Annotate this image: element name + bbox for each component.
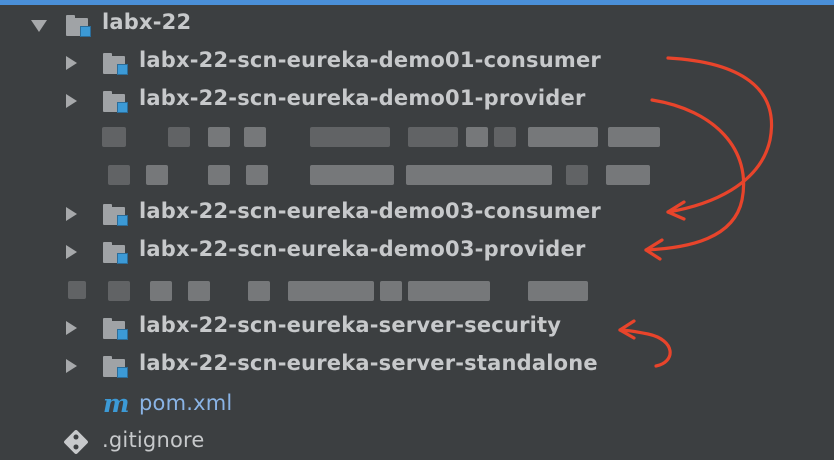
redacted-row [0, 273, 834, 307]
folder-module-icon [103, 90, 129, 113]
folder-module-icon [103, 203, 129, 226]
chevron-down-icon[interactable] [31, 20, 47, 32]
tree-item-label: labx-22-scn-eureka-demo03-provider [139, 237, 586, 261]
tree-item-module[interactable]: labx-22-scn-eureka-demo01-consumer [0, 45, 834, 81]
redacted-row [0, 121, 834, 155]
tree-item-label: pom.xml [139, 391, 233, 415]
folder-module-icon [66, 14, 92, 37]
chevron-right-icon[interactable] [66, 207, 77, 221]
chevron-right-icon[interactable] [66, 321, 77, 335]
tree-item-file[interactable]: m pom.xml [0, 387, 834, 423]
tree-item-module[interactable]: labx-22-scn-eureka-demo03-provider [0, 234, 834, 270]
tree-item-module[interactable]: labx-22-scn-eureka-server-standalone [0, 348, 834, 384]
chevron-right-icon[interactable] [66, 94, 77, 108]
tree-item-module[interactable]: labx-22-scn-eureka-server-security [0, 310, 834, 346]
chevron-right-icon[interactable] [66, 359, 77, 373]
window-top-edge [0, 0, 834, 5]
folder-module-icon [103, 355, 129, 378]
tree-item-label: labx-22-scn-eureka-demo01-provider [139, 86, 586, 110]
tree-item-label: labx-22-scn-eureka-demo03-consumer [139, 199, 601, 223]
project-tree[interactable]: labx-22 labx-22-scn-eureka-demo01-consum… [0, 5, 834, 458]
chevron-right-icon[interactable] [66, 245, 77, 259]
tree-item-label: labx-22-scn-eureka-demo01-consumer [139, 48, 601, 72]
tree-item-module[interactable]: labx-22-scn-eureka-demo03-consumer [0, 196, 834, 232]
tree-item-label: labx-22-scn-eureka-server-standalone [139, 351, 598, 375]
chevron-right-icon[interactable] [66, 56, 77, 70]
folder-module-icon [103, 317, 129, 340]
maven-icon: m [103, 389, 130, 418]
tree-item-label: labx-22 [102, 10, 192, 34]
redacted-row [0, 159, 834, 193]
git-icon [63, 429, 89, 455]
folder-module-icon [103, 52, 129, 75]
tree-item-label: .gitignore [102, 428, 205, 452]
folder-module-icon [103, 241, 129, 264]
tree-item-module[interactable]: labx-22-scn-eureka-demo01-provider [0, 83, 834, 119]
tree-item-label: labx-22-scn-eureka-server-security [139, 313, 562, 337]
tree-item-root[interactable]: labx-22 [0, 7, 834, 43]
tree-item-file[interactable]: .gitignore [0, 424, 834, 460]
